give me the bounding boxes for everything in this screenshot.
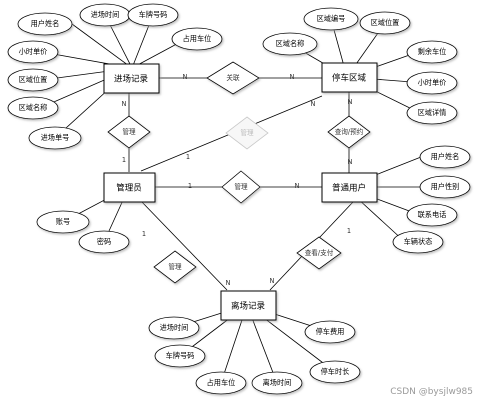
card-admin-user: 1 bbox=[188, 182, 192, 190]
card-entry-manage: N bbox=[122, 100, 127, 108]
attr-entry-hourly-price: 小时单价 bbox=[19, 47, 48, 56]
card-area-relate: N bbox=[290, 73, 295, 81]
attr-exit-space: 占用车位 bbox=[207, 378, 236, 387]
card-exit-admin: N bbox=[226, 279, 231, 287]
attr-entry-space: 占用车位 bbox=[183, 34, 212, 43]
rel-query-pay-label: 查看/支付 bbox=[305, 248, 334, 257]
attr-user-phone: 联系电话 bbox=[418, 210, 447, 219]
attr-admin-password: 密码 bbox=[97, 237, 111, 246]
watermark-text: CSDN @bysjlw985 bbox=[390, 387, 473, 397]
card-admin-manage: 1 bbox=[122, 156, 126, 164]
attr-parking-duration: 停车时长 bbox=[321, 367, 350, 376]
card-admin-area: 1 bbox=[186, 153, 190, 161]
attr-exit-entry-time: 进场时间 bbox=[160, 323, 189, 332]
card-admin-exit: 1 bbox=[142, 230, 146, 238]
faded-manage-diamond bbox=[225, 116, 269, 150]
rel-manage-user-label: 管理 bbox=[234, 182, 248, 191]
attr-vehicle-status: 车辆状态 bbox=[404, 237, 433, 246]
card-user-admin: N bbox=[295, 182, 300, 190]
attr-area-location: 区域位置 bbox=[371, 18, 400, 27]
card-entry-relate: N bbox=[183, 73, 188, 81]
rel-manage-area-label: 管理 bbox=[240, 128, 254, 137]
entity-rectangles bbox=[103, 62, 378, 321]
attribute-ellipses bbox=[7, 3, 471, 395]
attr-remaining-spaces: 剩余车位 bbox=[418, 47, 447, 56]
card-user-query: N bbox=[348, 158, 353, 166]
attr-parking-fee: 停车费用 bbox=[316, 327, 345, 336]
attr-user-name: 用户姓名 bbox=[431, 152, 460, 161]
card-exit-user: N bbox=[270, 277, 275, 285]
entity-exit-record: 离场记录 bbox=[231, 301, 266, 312]
attr-entry-area-location: 区域位置 bbox=[19, 75, 48, 84]
entity-admin: 管理员 bbox=[116, 183, 142, 194]
attr-exit-plate: 车牌号码 bbox=[166, 351, 195, 360]
attr-entry-no: 进场单号 bbox=[41, 133, 70, 142]
attr-admin-account: 账号 bbox=[56, 217, 70, 226]
attr-exit-time: 离场时间 bbox=[263, 378, 292, 387]
rel-manage-entry-label: 管理 bbox=[122, 127, 136, 136]
attr-entry-area-name: 区域名称 bbox=[19, 103, 48, 112]
entity-entry-record: 进场记录 bbox=[114, 75, 149, 85]
rel-manage-exit-label: 管理 bbox=[168, 262, 182, 271]
rel-relate-label: 关联 bbox=[226, 73, 240, 82]
entity-user: 普通用户 bbox=[332, 183, 366, 194]
relationship-diamonds bbox=[107, 61, 371, 284]
attr-entry-plate: 车牌号码 bbox=[139, 10, 168, 19]
card-area-admin: N bbox=[311, 100, 316, 108]
attr-area-name: 区域名称 bbox=[276, 39, 305, 48]
card-user-exit: 1 bbox=[347, 227, 351, 235]
attr-entry-user-name: 用户姓名 bbox=[31, 19, 60, 28]
card-area-query: N bbox=[348, 98, 353, 106]
rel-query-reserve-label: 查询/预约 bbox=[335, 127, 364, 136]
attr-area-detail: 区域详情 bbox=[418, 108, 447, 117]
attr-area-no: 区域编号 bbox=[317, 14, 346, 23]
entity-parking-area: 停车区域 bbox=[332, 73, 367, 84]
attr-area-hourly-price: 小时单价 bbox=[418, 78, 447, 87]
attr-entry-time: 进场时间 bbox=[91, 10, 120, 19]
attr-user-gender: 用户性别 bbox=[431, 182, 460, 191]
